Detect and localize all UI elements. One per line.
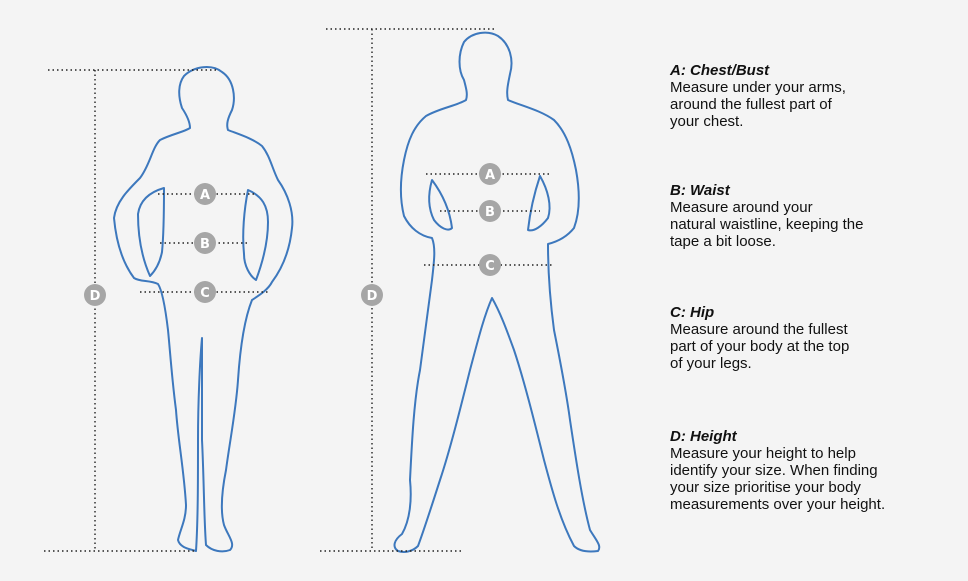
male-badge-b-label: B (485, 205, 495, 220)
female-badge-b-label: B (200, 237, 210, 252)
male-badge-a-label: A (485, 168, 495, 183)
female-badge-c-label: C (200, 286, 210, 301)
female-left-arm-inner (137, 187, 165, 277)
legend-item-height: D: Height Measure your height to help id… (670, 428, 960, 513)
male-left-arm-inner (428, 179, 453, 231)
female-badge-c: C (194, 281, 216, 303)
male-badge-b: B (479, 200, 501, 222)
legend-desc-height: Measure your height to help identify you… (670, 445, 886, 513)
male-right-arm-inner (527, 175, 551, 232)
male-badge-a: A (479, 163, 501, 185)
male-body-outline (393, 31, 601, 553)
legend-desc-waist: Measure around your natural waistline, k… (670, 199, 864, 250)
male-badge-d-label: D (367, 289, 378, 304)
female-badge-b: B (194, 232, 216, 254)
legend-title-height: D: Height (670, 428, 737, 445)
legend-title-chest: A: Chest/Bust (670, 62, 770, 79)
legend-title-hip: C: Hip (670, 304, 715, 321)
male-badge-c: C (479, 254, 501, 276)
legend-desc-chest: Measure under your arms, around the full… (670, 79, 846, 130)
female-badge-a-label: A (200, 188, 210, 203)
male-figure: A B C D (320, 28, 601, 553)
female-body-outline (113, 66, 294, 553)
female-badge-d: D (84, 284, 106, 306)
male-badge-d: D (361, 284, 383, 306)
legend-title-waist: B: Waist (670, 182, 730, 199)
legend-desc-hip: Measure around the fullest part of your … (670, 321, 850, 372)
legend-item-chest: A: Chest/Bust Measure under your arms, a… (670, 62, 960, 130)
female-badge-d-label: D (90, 289, 101, 304)
female-figure: A B C D (44, 66, 294, 553)
legend-item-waist: B: Waist Measure around your natural wai… (670, 182, 960, 250)
female-right-arm-inner (242, 189, 269, 281)
legend-item-hip: C: Hip Measure around the fullest part o… (670, 304, 960, 372)
female-badge-a: A (194, 183, 216, 205)
male-badge-c-label: C (485, 259, 495, 274)
